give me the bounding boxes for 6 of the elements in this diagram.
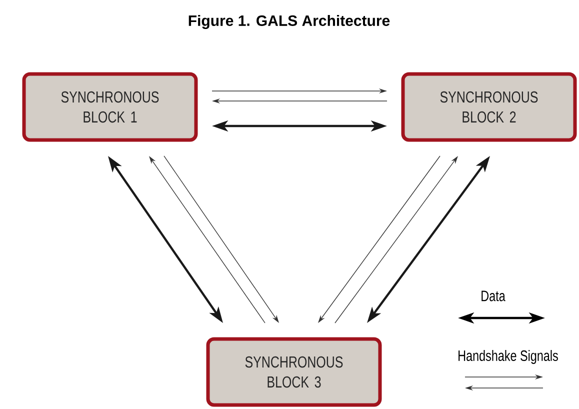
legend-label: Data bbox=[482, 290, 506, 302]
process-box: SYNCHRONOUS BLOCK 1 bbox=[22, 72, 198, 142]
process-box: SYNCHRONOUS BLOCK 3 bbox=[206, 337, 382, 407]
legend-label: Handshake Signals bbox=[458, 350, 558, 364]
process-box: SYNCHRONOUS BLOCK 2 bbox=[401, 72, 577, 142]
title: Figure 1. GALS Architecture bbox=[188, 14, 390, 30]
